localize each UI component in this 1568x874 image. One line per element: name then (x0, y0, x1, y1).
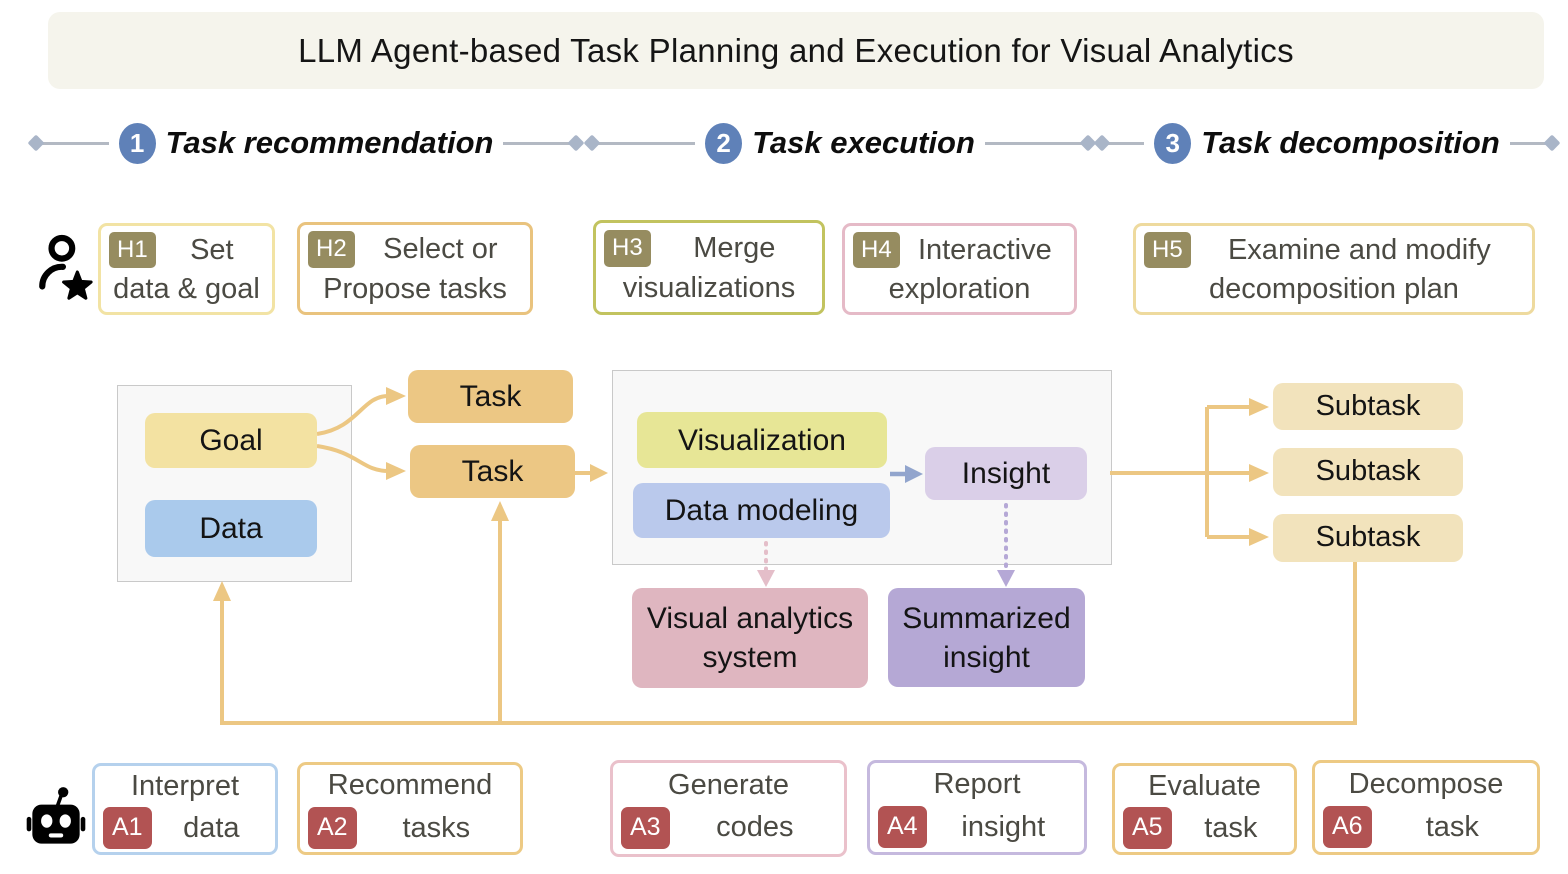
a6-label-line1: Decompose (1348, 768, 1504, 801)
h2-badge: H2 (308, 231, 355, 268)
a5-label-line1: Evaluate (1148, 769, 1261, 802)
h5-badge: H5 (1144, 231, 1191, 269)
agent-task-a2: Recommend A2 tasks (297, 762, 523, 855)
goal-node: Goal (145, 413, 317, 468)
human-task-h1: H1 Set data & goal (98, 223, 275, 315)
summarized-insight-line2: insight (943, 640, 1030, 674)
phase-connector-line (1509, 141, 1547, 145)
human-task-h4: H4 Interactive exploration (842, 223, 1077, 315)
phase-2-header: 2 Task execution (583, 120, 1097, 166)
phase-2-number-badge: 2 (705, 122, 743, 164)
a5-badge: A5 (1123, 807, 1172, 850)
task-node-1: Task (408, 370, 573, 423)
agent-task-a6: Decompose A6 task (1312, 760, 1540, 855)
phase-3-header: 3 Task decomposition (1093, 120, 1561, 166)
h1-badge: H1 (109, 231, 156, 269)
h4-label-line1: Interactive (917, 233, 1052, 266)
a6-label-line2: task (1425, 810, 1479, 843)
a3-label-line2: codes (716, 811, 794, 844)
h5-label-line1: Examine and modify (1227, 233, 1491, 266)
a3-label-line1: Generate (668, 769, 789, 802)
agent-task-a1: Interpret A1 data (92, 763, 278, 855)
task-node-2: Task (410, 445, 575, 498)
h3-label-line2: visualizations (622, 271, 796, 304)
a2-label-line2: tasks (402, 811, 471, 844)
a2-badge: A2 (308, 806, 357, 849)
phase-connector-line (503, 141, 570, 145)
a1-label-line1: Interpret (131, 769, 239, 802)
person-star-icon (34, 232, 98, 310)
phase-connector-line (984, 141, 1083, 145)
a1-badge: A1 (103, 807, 152, 850)
h4-label-line2: exploration (888, 273, 1031, 306)
human-task-h3: H3 Merge visualizations (593, 220, 825, 315)
phase-3-label: Task decomposition (1201, 125, 1500, 160)
visual-analytics-system-line1: Visual analytics (646, 602, 854, 635)
a5-label-line2: task (1204, 812, 1258, 844)
figure-title: LLM Agent-based Task Planning and Execut… (48, 12, 1544, 89)
data-node: Data (145, 500, 317, 557)
h3-badge: H3 (604, 230, 651, 267)
insight-node: Insight (925, 447, 1087, 500)
a4-label-line1: Report (933, 768, 1021, 801)
phase-3-number-badge: 3 (1154, 122, 1192, 164)
visualization-node: Visualization (637, 412, 887, 468)
a3-badge: A3 (621, 806, 670, 849)
subtask-node-1: Subtask (1273, 383, 1463, 430)
h2-label-line1: Select or (383, 233, 498, 266)
robot-icon (26, 784, 86, 856)
data-modeling-node: Data modeling (633, 483, 890, 538)
summarized-insight-line1: Summarized (902, 601, 1071, 635)
summarized-insight-node: Summarized insight (888, 588, 1085, 687)
h1-label-line2: data & goal (113, 273, 260, 306)
phase-connector-line (598, 141, 696, 145)
phase-connector-line (1108, 141, 1145, 145)
subtask-node-2: Subtask (1273, 448, 1463, 496)
phase-connector-line (42, 141, 109, 145)
subtask-node-3: Subtask (1273, 514, 1463, 562)
phase-2-label: Task execution (752, 125, 975, 160)
a4-badge: A4 (878, 805, 927, 848)
h5-label-line2: decomposition plan (1209, 273, 1459, 306)
visual-analytics-system-node: Visual analytics system (632, 588, 868, 688)
visual-analytics-system-line2: system (702, 641, 798, 674)
h1-label-line1: Set (190, 233, 234, 266)
agent-task-a3: Generate A3 codes (610, 760, 847, 857)
h2-label-line2: Propose tasks (323, 272, 507, 305)
a1-label-line2: data (183, 812, 240, 844)
human-task-h2: H2 Select or Propose tasks (297, 222, 533, 315)
h4-badge: H4 (853, 231, 900, 269)
agent-task-a5: Evaluate A5 task (1112, 763, 1297, 855)
a2-label-line1: Recommend (327, 769, 493, 802)
agent-task-a4: Report A4 insight (867, 760, 1087, 855)
human-task-h5: H5 Examine and modify decomposition plan (1133, 223, 1535, 315)
phase-1-number-badge: 1 (118, 122, 156, 164)
phase-1-header: 1 Task recommendation (27, 120, 585, 166)
phase-1-label: Task recommendation (165, 125, 494, 160)
a4-label-line2: insight (961, 810, 1046, 843)
a6-badge: A6 (1323, 805, 1372, 848)
h3-label-line1: Merge (693, 232, 776, 265)
